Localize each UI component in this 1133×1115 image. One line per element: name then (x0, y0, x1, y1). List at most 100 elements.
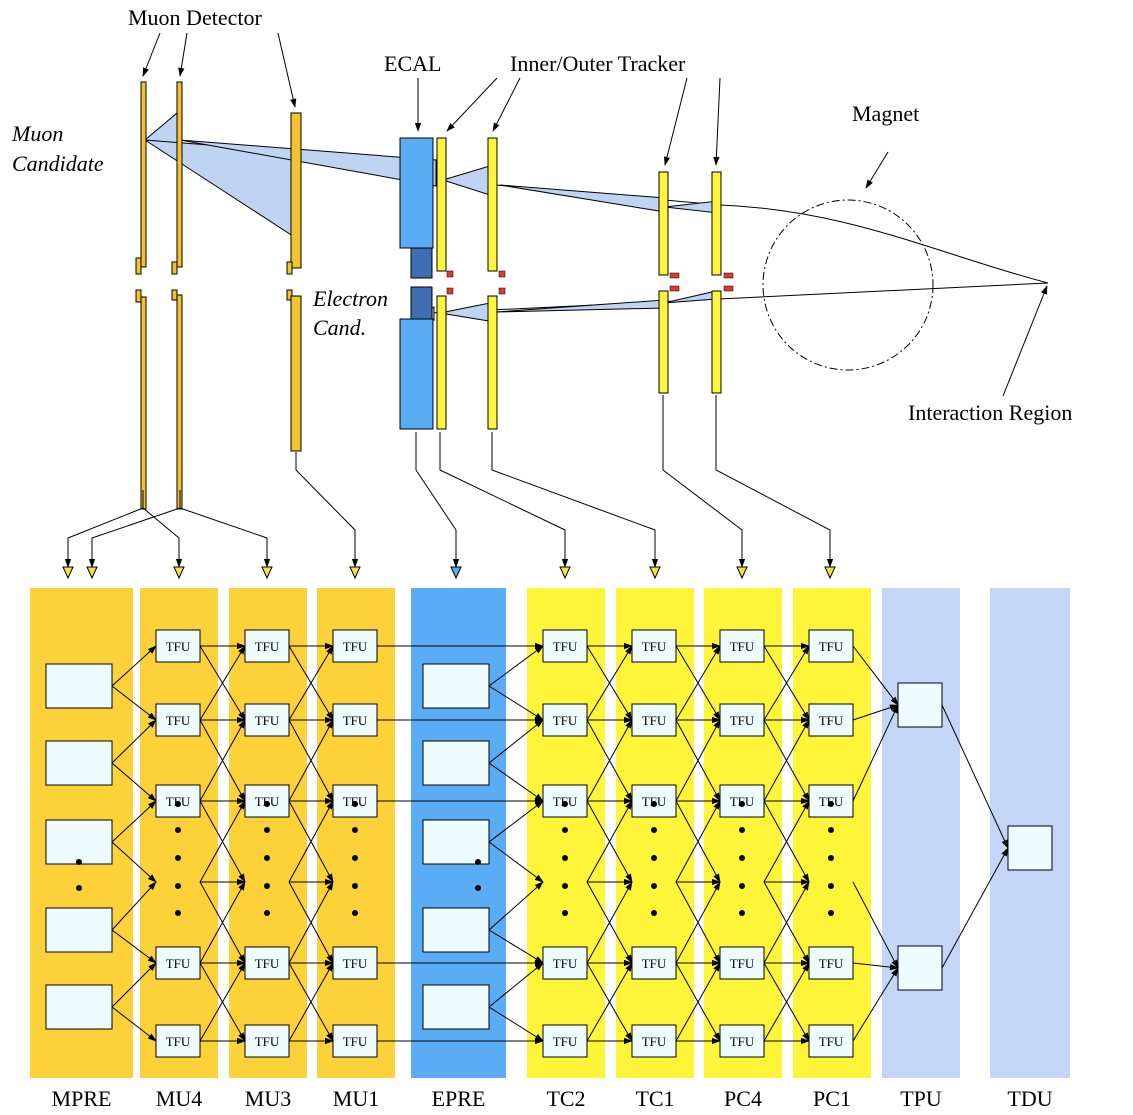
column-label-mu3: MU3 (245, 1086, 291, 1111)
ellipsis-dot (828, 801, 834, 807)
muon-cone-3 (179, 139, 437, 187)
network-link (488, 645, 544, 687)
tfu-node-pc4: TFU (719, 703, 765, 737)
network-link (288, 645, 334, 721)
network-link (488, 962, 544, 1008)
tfu-label: TFU (166, 956, 191, 971)
muon-cone-5 (499, 184, 666, 213)
ellipsis-dot (739, 910, 745, 916)
ellipsis-dot (651, 855, 657, 861)
network-link (111, 881, 157, 931)
ellipsis-dot (175, 855, 181, 861)
ellipsis-dot (562, 883, 568, 889)
magnet-label: Magnet (852, 101, 919, 126)
ellipsis-dot (651, 883, 657, 889)
electron-cone-2 (439, 301, 496, 323)
network-link (488, 881, 544, 931)
tfu-label: TFU (255, 1034, 280, 1049)
network-link (852, 704, 899, 721)
ellipsis-dot (352, 855, 358, 861)
ellipsis-dot (76, 859, 82, 865)
network-link (763, 719, 810, 802)
tfu-node-mu4: TFU (155, 946, 201, 980)
network-link (111, 841, 157, 883)
ellipsis-dot (651, 801, 657, 807)
column-label-pc1: PC1 (813, 1086, 851, 1111)
network-links (111, 642, 1009, 1045)
ellipsis-dot (739, 883, 745, 889)
network-link (852, 645, 899, 706)
tfu-label: TFU (642, 713, 667, 728)
network-link (199, 800, 246, 883)
column-label-tc1: TC1 (635, 1086, 674, 1111)
tfu-label: TFU (730, 713, 755, 728)
network-link (288, 962, 334, 1042)
network-link (675, 800, 721, 883)
epre-box (422, 907, 490, 953)
tfu-node-mu1: TFU (332, 946, 378, 980)
column-label-tpu: TPU (900, 1086, 942, 1111)
tfu-node-pc1: TFU (808, 1024, 854, 1058)
tfu-node-pc4: TFU (719, 629, 765, 663)
ellipsis-dot (175, 910, 181, 916)
tfu-label: TFU (730, 639, 755, 654)
tfu-label: TFU (166, 639, 191, 654)
readout-lines (64, 395, 834, 568)
network-link (852, 962, 899, 971)
electron-cone-4 (663, 290, 717, 304)
network-link (586, 719, 633, 802)
tfu-node-tc2: TFU (542, 703, 588, 737)
tdu-box (1007, 825, 1053, 871)
muon-candidate-label-2: Candidate (12, 151, 104, 176)
electron-cone-3 (495, 299, 665, 313)
network-link (111, 1006, 157, 1042)
tfu-node-mu1: TFU (332, 629, 378, 663)
mpre-box (45, 907, 113, 953)
ellipsis-dot (739, 855, 745, 861)
network-link (675, 719, 721, 802)
tfu-node-pc4: TFU (719, 1024, 765, 1058)
tfu-node-pc1: TFU (808, 946, 854, 980)
tfu-label: TFU (819, 639, 844, 654)
tfu-label: TFU (730, 956, 755, 971)
mpre-box (45, 819, 113, 865)
tfu-label: TFU (819, 956, 844, 971)
tfu-label: TFU (553, 956, 578, 971)
tfu-label: TFU (553, 713, 578, 728)
network-link (763, 800, 810, 883)
tfu-node-tc1: TFU (631, 1024, 677, 1058)
column-label-tdu: TDU (1007, 1086, 1052, 1111)
readout-arrowheads (62, 566, 836, 580)
magnet-circle (762, 199, 934, 371)
network-link (199, 962, 246, 1042)
ellipsis-dot (828, 883, 834, 889)
column-tpu (882, 588, 960, 1078)
electron-cand-label-2: Cand. (313, 315, 366, 340)
ellipsis-dot (562, 801, 568, 807)
column-tc1 (616, 588, 694, 1078)
tfu-node-mu4: TFU (155, 1024, 201, 1058)
column-label-tc2: TC2 (546, 1086, 585, 1111)
network-link (488, 685, 544, 721)
tfu-label: TFU (819, 1034, 844, 1049)
ellipsis-dot (175, 883, 181, 889)
network-nodes: TFU TFU TFU TFU TFU TFU TFU TFU TFU TFU TFU TFU TFU T… (45, 629, 1053, 1058)
ellipsis-dot (828, 827, 834, 833)
tfu-label: TFU (166, 1034, 191, 1049)
ellipsis-dot (352, 801, 358, 807)
network-link (111, 719, 157, 764)
tfu-node-pc4: TFU (719, 946, 765, 980)
column-mu4 (140, 588, 218, 1078)
network-link (675, 645, 721, 721)
network-link (111, 962, 157, 1008)
network-link (488, 800, 544, 843)
epre-box (422, 740, 490, 786)
tfu-node-tc1: TFU (631, 946, 677, 980)
ellipsis-dot (828, 855, 834, 861)
ellipsis-dot (475, 885, 481, 891)
tfu-label: TFU (255, 956, 280, 971)
network-link (111, 800, 157, 843)
tfu-node-mu3: TFU (244, 629, 290, 663)
ellipsis-dot (175, 827, 181, 833)
